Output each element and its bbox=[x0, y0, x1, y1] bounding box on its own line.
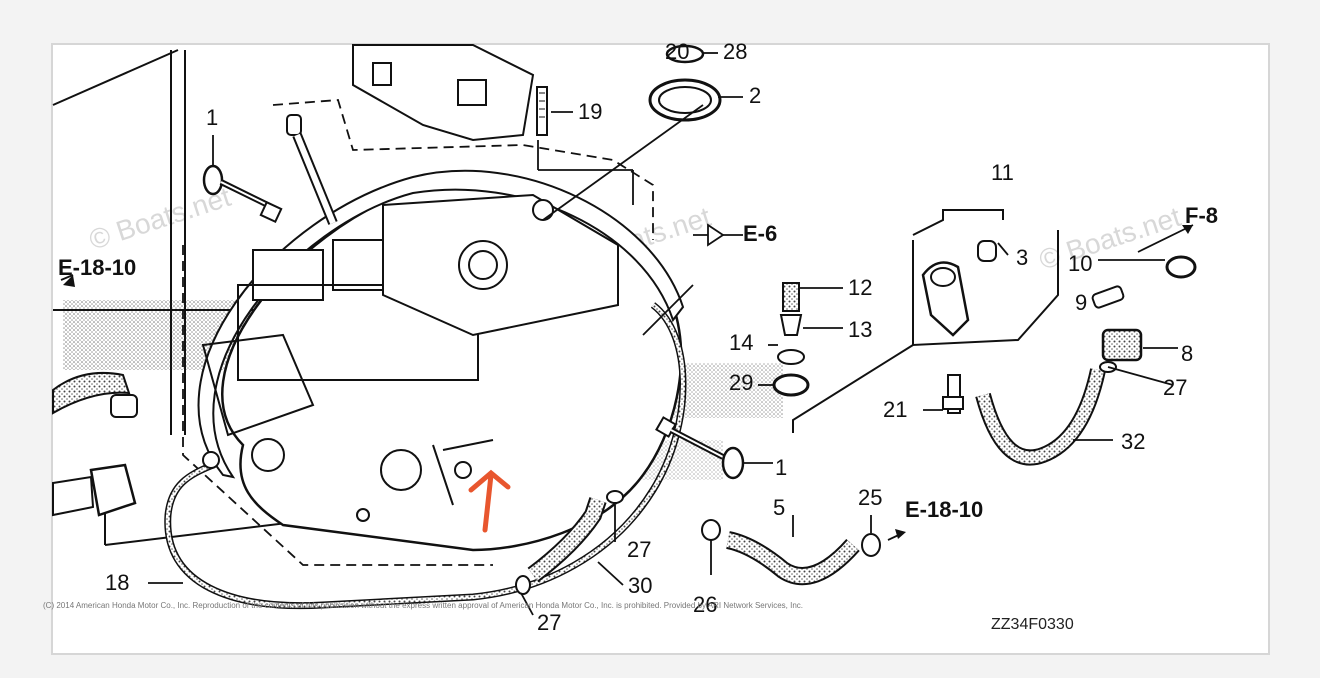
left-hose-assembly bbox=[52, 371, 138, 517]
diagram-frame: © Boats.net © Boats.net © Boats.net bbox=[43, 39, 1270, 655]
callout-11: 11 bbox=[991, 160, 1014, 185]
callout-5: 5 bbox=[773, 495, 785, 520]
reference-labels: E-18-10 E-18-10 E-6 F-8 bbox=[58, 203, 1218, 522]
top-block bbox=[352, 44, 535, 142]
callout-26: 26 bbox=[693, 592, 717, 617]
arrow-heads bbox=[63, 223, 1193, 539]
callout-12: 12 bbox=[848, 275, 872, 300]
callout-19: 19 bbox=[578, 99, 602, 124]
diagram-code: ZZ34F0330 bbox=[991, 616, 1074, 633]
callout-labels: 1 1 2 3 5 8 9 10 11 12 13 14 18 19 20 21… bbox=[105, 39, 1193, 635]
callout-3: 3 bbox=[1016, 245, 1028, 270]
callout-13: 13 bbox=[848, 317, 872, 342]
callout-8: 8 bbox=[1181, 341, 1193, 366]
red-annotation-arrow bbox=[468, 469, 511, 533]
callout-14: 14 bbox=[729, 330, 753, 355]
callout-27-bottom: 27 bbox=[537, 610, 561, 635]
callout-28: 28 bbox=[723, 39, 747, 64]
callout-27-right: 27 bbox=[1163, 375, 1187, 400]
parts-diagram: © Boats.net © Boats.net © Boats.net bbox=[43, 39, 1218, 635]
oil-case-body bbox=[164, 99, 687, 610]
stud-19 bbox=[536, 86, 548, 136]
ref-e18-right: E-18-10 bbox=[905, 497, 983, 522]
oil-seal-2 bbox=[648, 44, 722, 122]
ref-e18-left: E-18-10 bbox=[58, 255, 136, 280]
callout-30: 30 bbox=[628, 573, 652, 598]
callout-27-mid: 27 bbox=[627, 537, 651, 562]
callout-29: 29 bbox=[729, 370, 753, 395]
callout-32: 32 bbox=[1121, 429, 1145, 454]
callout-1-left: 1 bbox=[206, 105, 218, 130]
callout-25: 25 bbox=[858, 485, 882, 510]
ref-f8: F-8 bbox=[1185, 203, 1218, 228]
valve-parts bbox=[772, 282, 810, 397]
leader-lines bbox=[60, 52, 1194, 616]
callout-21: 21 bbox=[883, 397, 907, 422]
hose-30 bbox=[515, 490, 624, 595]
hose-32 bbox=[975, 368, 1106, 466]
callout-18: 18 bbox=[105, 570, 129, 595]
callout-10: 10 bbox=[1068, 251, 1092, 276]
callout-1-right: 1 bbox=[775, 455, 787, 480]
right-components bbox=[1091, 255, 1197, 373]
bolt-1-left bbox=[202, 164, 283, 224]
callout-20: 20 bbox=[665, 39, 689, 64]
hose-5 bbox=[701, 519, 881, 586]
callout-2: 2 bbox=[749, 83, 761, 108]
upper-pipe bbox=[286, 114, 338, 225]
cover-assembly-11 bbox=[792, 209, 1059, 433]
callout-9: 9 bbox=[1075, 290, 1087, 315]
copyright-notice: (C) 2014 American Honda Motor Co., Inc. … bbox=[43, 601, 803, 610]
ref-e6: E-6 bbox=[743, 221, 777, 246]
